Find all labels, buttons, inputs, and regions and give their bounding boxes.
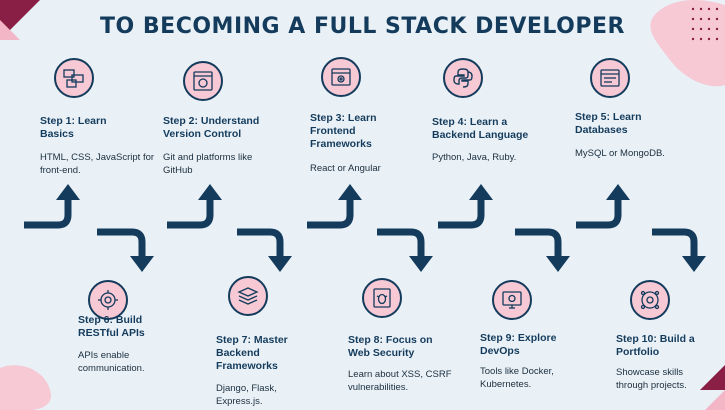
arrow-down-4: [515, 228, 562, 258]
arrow-up-2: [167, 198, 214, 229]
step-8-description: Learn about XSS, CSRF vulnerabilities.: [348, 369, 452, 393]
page-title: TO BECOMING A FULL STACK DEVELOPER: [100, 14, 625, 39]
step-8-title: Step 8: Focus on Web Security: [348, 334, 433, 359]
mysql-window-icon: [590, 58, 630, 98]
corner-triangles-bottom-right: [700, 365, 725, 410]
step-7-title: Step 7: Master Backend Frameworks: [216, 334, 288, 372]
step-2-description: Git and platforms like GitHub: [163, 152, 253, 176]
arrow-down-2: [237, 228, 284, 258]
portfolio-person-icon: [630, 280, 670, 320]
step-6-description: APIs enable communication.: [78, 350, 145, 374]
step-10-description: Showcase skills through projects.: [616, 367, 687, 391]
step-9-title: Step 9: Explore DevOps: [480, 332, 557, 357]
step-10-title: Step 10: Build a Portfolio: [616, 333, 695, 358]
arrow-up-3: [307, 198, 354, 229]
code-layers-icon: [228, 276, 268, 316]
arrow-up-5: [576, 198, 622, 229]
step-4-description: Python, Java, Ruby.: [432, 152, 517, 163]
html-css-js-files-icon: [54, 58, 94, 98]
step-3-title: Step 3: Learn Frontend Frameworks: [310, 112, 377, 150]
arrow-down-3: [377, 228, 425, 258]
step-6-title: Step 6: Build RESTful APIs: [78, 314, 145, 339]
arrow-down-5: [652, 228, 698, 258]
step-1-description: HTML, CSS, JavaScript for front-end.: [40, 152, 155, 176]
python-logo-icon: [443, 58, 483, 98]
arrow-up-1: [24, 198, 72, 229]
arrow-down-1: [97, 228, 146, 258]
framework-window-icon: [321, 57, 361, 97]
step-1-title: Step 1: Learn Basics: [40, 115, 107, 140]
step-7-description: Django, Flask, Express.js.: [216, 383, 277, 407]
step-5-description: MySQL or MongoDB.: [575, 148, 665, 159]
corner-triangles-top-left: [0, 0, 40, 40]
step-3-description: React or Angular: [310, 163, 381, 174]
blob-bottom-left: [0, 365, 51, 410]
security-bug-icon: [362, 278, 402, 318]
step-2-title: Step 2: Understand Version Control: [163, 115, 260, 140]
step-9-description: Tools like Docker, Kubernetes.: [480, 366, 554, 390]
devops-monitor-icon: [492, 280, 532, 320]
step-5-title: Step 5: Learn Databases: [575, 111, 642, 136]
step-4-title: Step 4: Learn a Backend Language: [432, 116, 529, 141]
blob-top-right: [650, 0, 725, 87]
dot-grid-top-right: [691, 7, 719, 41]
git-window-icon: [183, 61, 223, 101]
api-gear-icon: [88, 280, 128, 320]
arrow-up-4: [438, 198, 485, 229]
